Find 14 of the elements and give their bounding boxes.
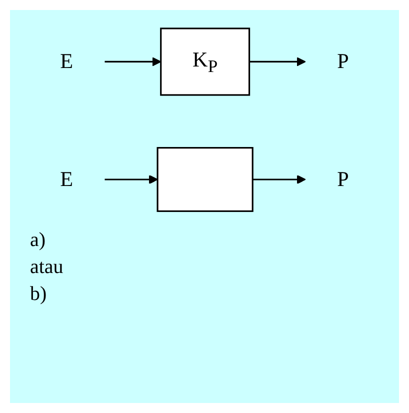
arrow: [252, 174, 306, 184]
node-box: [160, 28, 250, 96]
block-diagram: E K$_{P}$ P E P: [20, 20, 389, 220]
arrow: [104, 57, 162, 66]
diagram-label: b): [30, 282, 48, 306]
node-text: E: [60, 50, 74, 74]
node-text: P: [337, 50, 349, 74]
node-text: P: [337, 168, 349, 192]
arrow: [104, 174, 158, 184]
arrow: [249, 57, 306, 66]
node-text: E: [60, 168, 74, 192]
diagram-label: a): [30, 228, 47, 252]
node-box: [156, 147, 254, 212]
diagram-label: atau: [30, 256, 64, 279]
